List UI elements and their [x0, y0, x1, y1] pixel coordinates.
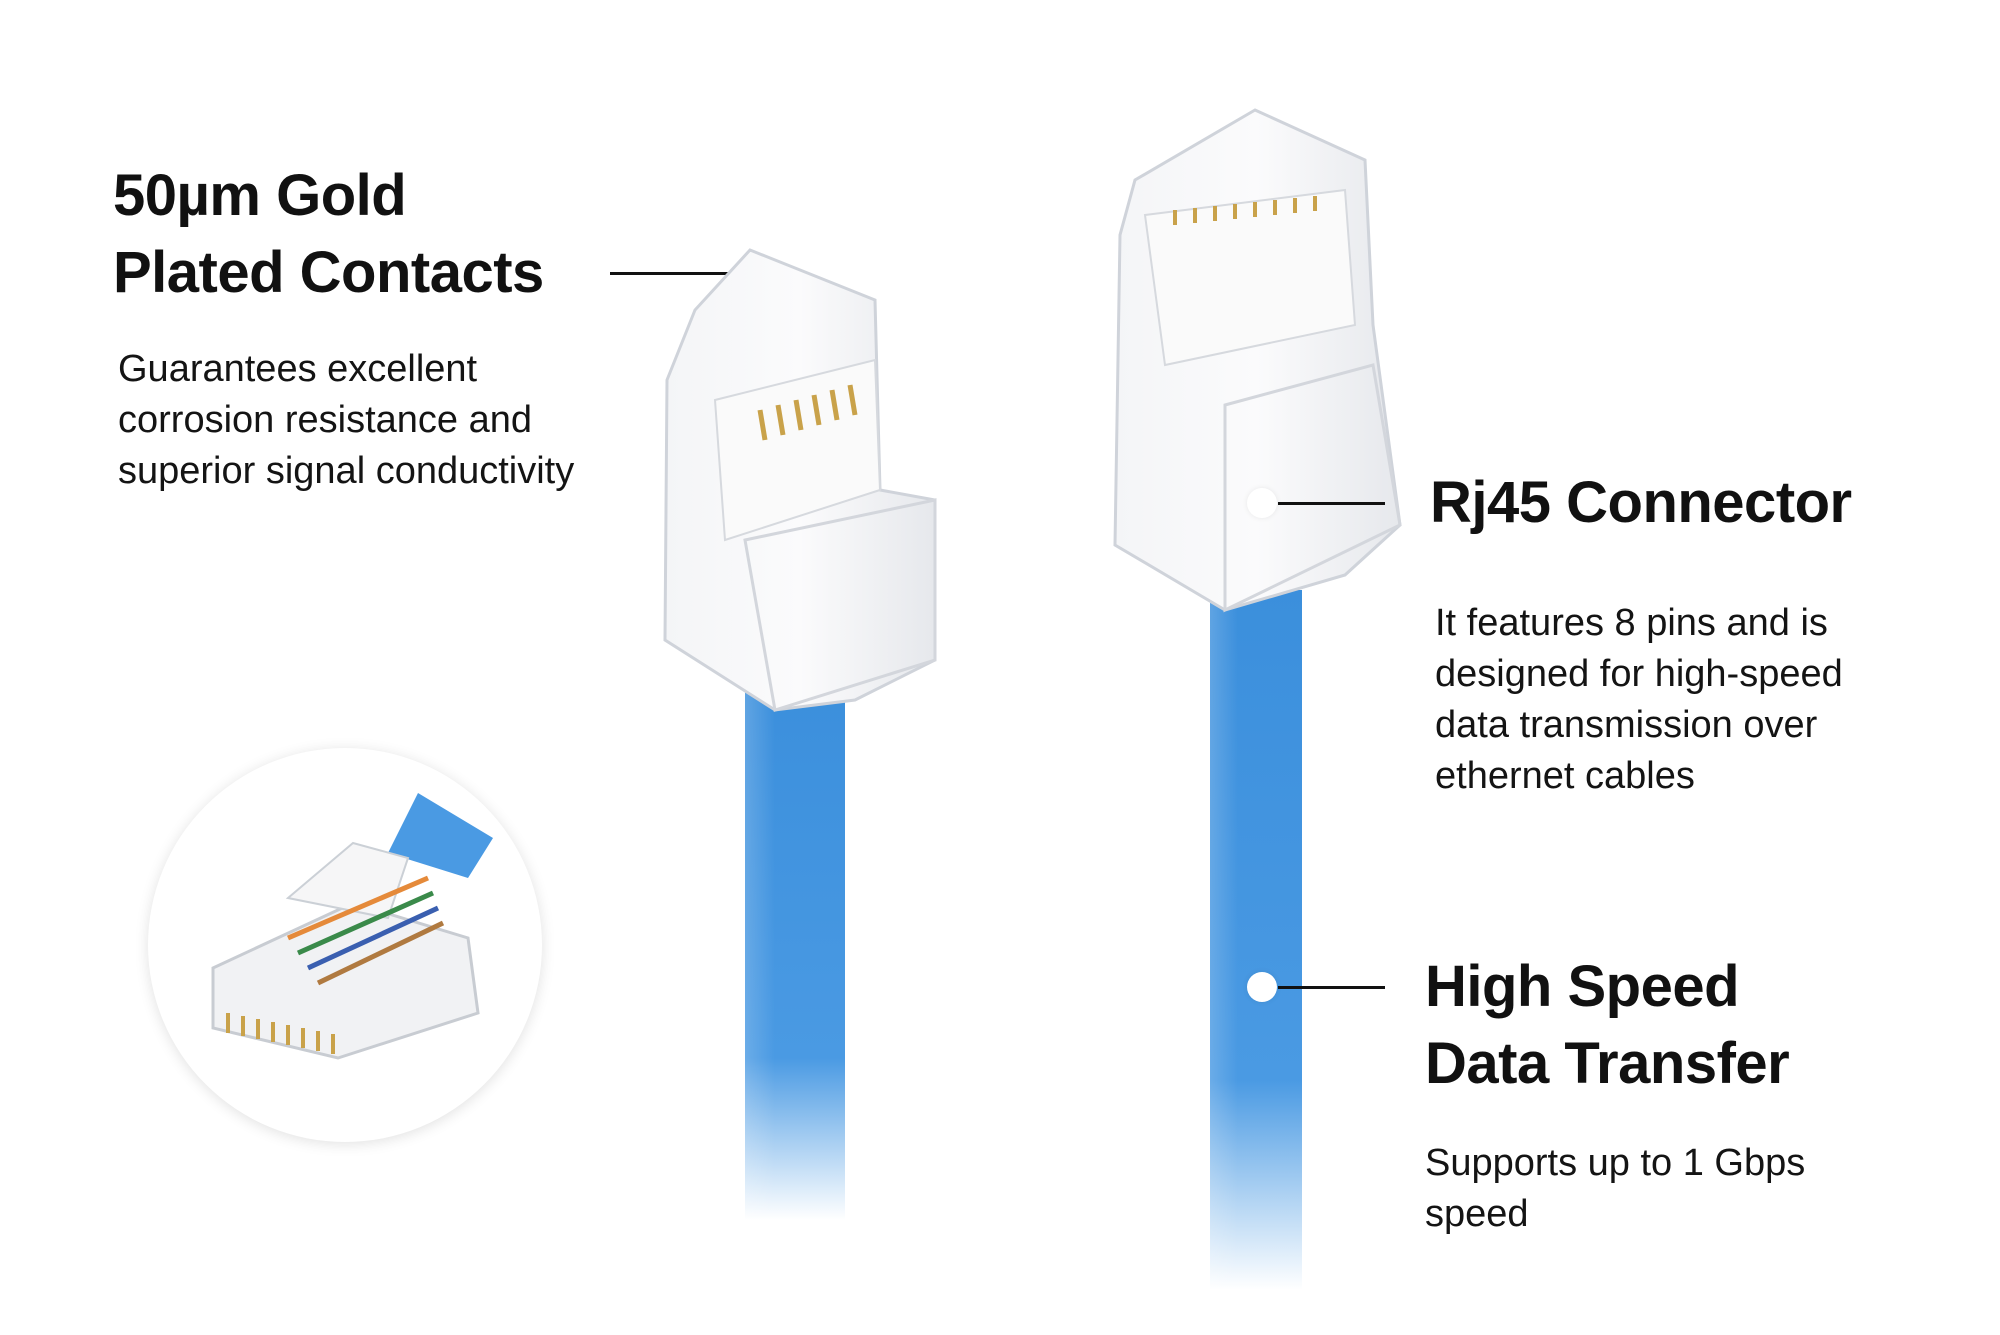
feature-description-high-speed: Supports up to 1 Gbps speed	[1425, 1138, 1805, 1240]
feature-title-gold-contacts: 50µm Gold Plated Contacts	[113, 157, 544, 311]
title-line: Rj45 Connector	[1430, 470, 1852, 535]
feature-title-rj45: Rj45 Connector	[1430, 464, 1852, 541]
rj45-plug-left-image	[663, 248, 937, 712]
title-line: 50µm Gold	[113, 163, 407, 228]
rj45-plug-right-image	[1113, 108, 1402, 613]
right-cable	[1210, 590, 1302, 1290]
callout-dot	[1247, 972, 1277, 1002]
feature-description-rj45: It features 8 pins and is designed for h…	[1435, 598, 1843, 802]
title-line: High Speed	[1425, 954, 1740, 1019]
description-line: ethernet cables	[1435, 755, 1695, 797]
connector-closeup-inset	[148, 748, 542, 1142]
callout-line	[1278, 986, 1385, 989]
title-line: Data Transfer	[1425, 1031, 1790, 1096]
description-line: speed	[1425, 1193, 1529, 1235]
feature-title-high-speed: High Speed Data Transfer	[1425, 948, 1790, 1102]
callout-line	[610, 272, 795, 275]
rj45-closeup-image	[211, 793, 493, 1060]
description-line: Guarantees excellent	[118, 348, 478, 390]
title-line: Plated Contacts	[113, 240, 544, 305]
callout-dot	[1247, 488, 1277, 518]
left-cable	[745, 680, 845, 1220]
description-line: superior signal conductivity	[118, 450, 575, 492]
feature-description-gold-contacts: Guarantees excellent corrosion resistanc…	[118, 344, 574, 497]
description-line: Supports up to 1 Gbps	[1425, 1142, 1806, 1184]
description-line: designed for high-speed	[1435, 653, 1843, 695]
callout-line	[1278, 502, 1385, 505]
description-line: It features 8 pins and is	[1435, 602, 1828, 644]
description-line: corrosion resistance and	[118, 399, 532, 441]
description-line: data transmission over	[1435, 704, 1818, 746]
